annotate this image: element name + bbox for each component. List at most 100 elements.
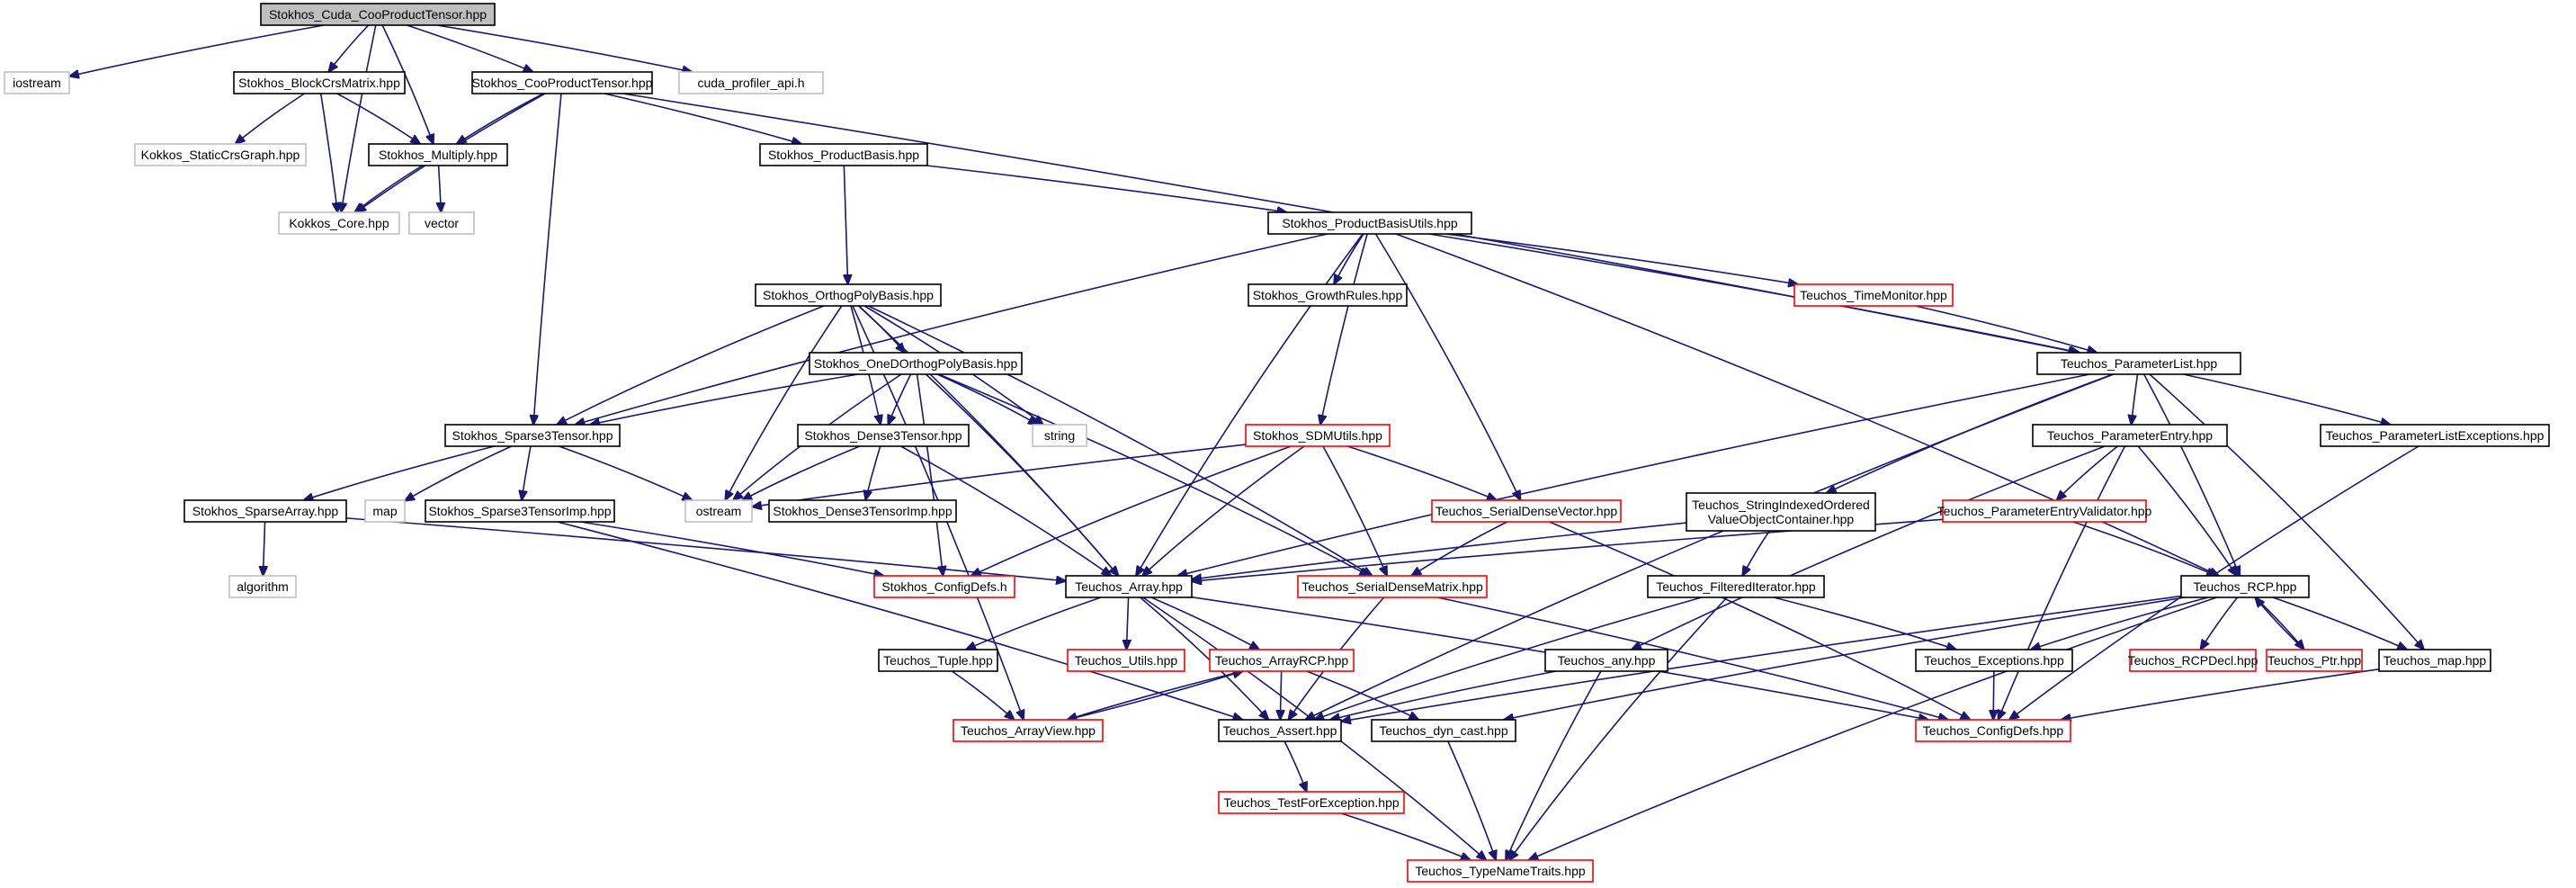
node-stokhos-multiply-hpp[interactable]: Stokhos_Multiply.hpp [368,143,508,166]
node-teuchos-arrayview-hpp[interactable]: Teuchos_ArrayView.hpp [953,719,1104,742]
node-label: Stokhos_BlockCrsMatrix.hpp [238,76,400,90]
node-box [1218,719,1342,742]
node-teuchos-parameterentry-hpp[interactable]: Teuchos_ParameterEntry.hpp [2032,424,2228,447]
edge-tassert-to-testexc [1284,740,1307,792]
edge-dense3-to-tarray [900,445,1112,576]
edge-orthopoly-to-sparse3 [557,305,825,425]
node-stokhos-sdmutils-hpp[interactable]: Stokhos_SDMUtils.hpp [1245,424,1391,447]
node-stokhos-cooproducttensor-hpp[interactable]: Stokhos_CooProductTensor.hpp [471,71,653,94]
node-stokhos-growthrules-hpp[interactable]: Stokhos_GrowthRules.hpp [1248,283,1408,307]
edge-sdmutils-to-sdmatrix [1322,445,1387,576]
node-vector: vector [408,211,475,235]
node-label: iostream [13,76,61,90]
node-box [1218,791,1405,814]
node-teuchos-filterediterator-hpp[interactable]: Teuchos_FilteredIterator.hpp [1647,575,1825,598]
node-stokhos-onedorthogpolybasis-hpp[interactable]: Stokhos_OneDOrthogPolyBasis.hpp [809,352,1023,375]
node-stokhos-sparsearray-hpp[interactable]: Stokhos_SparseArray.hpp [183,499,347,523]
node-teuchos-testforexception-hpp[interactable]: Teuchos_TestForException.hpp [1218,791,1405,814]
node-stokhos-cuda-cooproducttensor-hpp[interactable]: Stokhos_Cuda_CooProductTensor.hpp [260,3,496,26]
edge-onedortho-to-dense3 [888,373,912,425]
node-box [1248,283,1408,307]
edge-onedortho-to-string [936,373,1038,425]
node-label: Stokhos_ProductBasis.hpp [768,148,919,162]
edge-tany-to-typename [1506,670,1602,860]
edge-rcp-to-dyncast [1504,596,2186,720]
edge-sdmutils-to-sdvector [1346,445,1497,500]
node-label: Teuchos_Array.hpp [1075,579,1183,594]
node-box [183,499,347,523]
node-teuchos-configdefs-hpp[interactable]: Teuchos_ConfigDefs.hpp [1915,719,2071,742]
edge-paramlist-to-paramentry [2132,373,2139,425]
edge-multiply-to-vector [439,165,442,212]
node-stokhos-productbasisutils-hpp[interactable]: Stokhos_ProductBasisUtils.hpp [1267,211,1472,235]
node-box [759,143,928,166]
edge-tany-to-tassert [1330,670,1557,720]
node-teuchos-dyn-cast-hpp[interactable]: Teuchos_dyn_cast.hpp [1371,719,1516,742]
node-teuchos-assert-hpp[interactable]: Teuchos_Assert.hpp [1218,719,1342,742]
node-teuchos-parameterentryvalidator-hpp[interactable]: Teuchos_ParameterEntryValidator.hpp [1937,499,2152,523]
node-box [1915,719,2071,742]
edge-paramlist-to-plexc [2183,373,2390,425]
node-cuda-profiler-api-h: cuda_profiler_api.h [678,71,824,94]
node-box [1245,424,1391,447]
node-teuchos-timemonitor-hpp[interactable]: Teuchos_TimeMonitor.hpp [1793,283,1954,307]
node-teuchos-typenametraits-hpp[interactable]: Teuchos_TypeNameTraits.hpp [1407,859,1594,883]
node-box [408,211,475,235]
node-stokhos-blockcrsmatrix-hpp[interactable]: Stokhos_BlockCrsMatrix.hpp [233,71,406,94]
node-box [471,71,653,94]
node-label: Stokhos_SDMUtils.hpp [1253,428,1382,443]
edge-sparse3-to-sparsearray [303,445,495,500]
node-teuchos-ptr-hpp[interactable]: Teuchos_Ptr.hpp [2266,649,2363,672]
node-stokhos-sparse3tensor-hpp[interactable]: Stokhos_Sparse3Tensor.hpp [444,424,621,447]
edge-dyncast-to-typename [1447,740,1496,860]
node-stokhos-productbasis-hpp[interactable]: Stokhos_ProductBasis.hpp [759,143,928,166]
node-teuchos-parameterlist-hpp[interactable]: Teuchos_ParameterList.hpp [2036,352,2241,375]
node-box [1209,649,1355,672]
node-stokhos-orthogpolybasis-hpp[interactable]: Stokhos_OrthogPolyBasis.hpp [755,283,942,307]
node-label: Stokhos_ProductBasisUtils.hpp [1282,216,1458,230]
node-box [2129,649,2257,672]
node-box [444,424,621,447]
node-teuchos-utils-hpp[interactable]: Teuchos_Utils.hpp [1067,649,1185,672]
node-teuchos-tuple-hpp[interactable]: Teuchos_Tuple.hpp [878,649,998,672]
node-teuchos-rcpdecl-hpp[interactable]: Teuchos_RCPDecl.hpp [2128,649,2258,672]
edge-sdvector-to-sdmatrix [1411,521,1508,576]
node-stokhos-sparse3tensorimp-hpp[interactable]: Stokhos_Sparse3TensorImp.hpp [425,499,615,523]
node-box [678,71,824,94]
node-label: Teuchos_TestForException.hpp [1223,795,1400,810]
node-teuchos-map-hpp[interactable]: Teuchos_map.hpp [2378,649,2491,672]
node-teuchos-serialdensematrix-hpp[interactable]: Teuchos_SerialDenseMatrix.hpp [1297,575,1488,598]
node-map: map [364,499,406,523]
node-teuchos-parameterlistexceptions-hpp[interactable]: Teuchos_ParameterListExceptions.hpp [2320,424,2550,447]
node-teuchos-serialdensevector-hpp[interactable]: Teuchos_SerialDenseVector.hpp [1431,499,1622,523]
node-teuchos-arrayrcp-hpp[interactable]: Teuchos_ArrayRCP.hpp [1209,649,1355,672]
edge-sparse3imp-to-sconfig [580,521,883,576]
edge-rcp-to-rcpdecl [2200,596,2239,650]
node-teuchos-array-hpp[interactable]: Teuchos_Array.hpp [1065,575,1193,598]
node-label: cuda_profiler_api.h [697,76,804,90]
node-stokhos-configdefs-h[interactable]: Stokhos_ConfigDefs.h [873,575,1015,598]
edge-blockcrs-to-kcore [319,93,338,212]
edge-paramentry-to-rcp [2137,445,2237,576]
node-teuchos-rcp-hpp[interactable]: Teuchos_RCP.hpp [2180,575,2310,598]
node-label: Teuchos_Utils.hpp [1075,653,1178,668]
node-box [1431,499,1622,523]
node-stokhos-dense3tensorimp-hpp[interactable]: Stokhos_Dense3TensorImp.hpp [768,499,957,523]
node-label: Stokhos_Sparse3TensorImp.hpp [428,504,611,518]
node-box [233,71,406,94]
node-teuchos-exceptions-hpp[interactable]: Teuchos_Exceptions.hpp [1915,649,2073,672]
node-label: Stokhos_GrowthRules.hpp [1253,288,1403,302]
node-teuchos-any-hpp[interactable]: Teuchos_any.hpp [1544,649,1668,672]
node-box [2036,352,2241,375]
edge-blockcrs-to-staticcrs [236,93,305,144]
edge-cooprod-to-multiply [457,93,544,144]
node-label: Teuchos_ConfigDefs.hpp [1923,723,2064,738]
node-box [1915,649,2073,672]
node-stokhos-dense3tensor-hpp[interactable]: Stokhos_Dense3Tensor.hpp [797,424,970,447]
node-kokkos-staticcrsgraph-hpp: Kokkos_StaticCrsGraph.hpp [134,143,307,166]
edge-orthopoly-to-sdmatrix [868,305,1372,576]
node-label: Teuchos_Tuple.hpp [883,653,993,668]
node-teuchos-stringindexedordered-valueobjectcontainer-hpp[interactable]: Teuchos_StringIndexedOrderedValueObjectC… [1686,492,1876,532]
node-label: Teuchos_SerialDenseMatrix.hpp [1301,579,1483,594]
